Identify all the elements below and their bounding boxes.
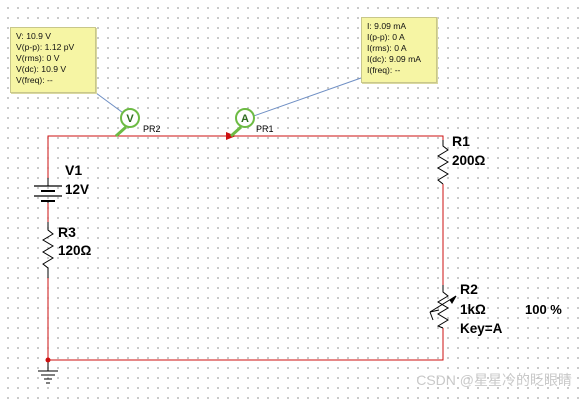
r1-label: R1 [452,133,470,149]
v1-label: V1 [65,162,83,178]
r2-percent: 100 % [525,302,562,317]
resistor-r1-symbol[interactable] [437,140,449,185]
readout-current: I: 9.09 mA [367,21,407,31]
r2-label: R2 [460,281,478,297]
readout-voltage: V: 10.9 V [16,31,52,41]
voltage-probe-badge: V [126,113,134,125]
readout-current-dc: I(dc): 9.09 mA [367,54,421,64]
readout-voltage-freq: V(freq): -- [16,75,53,85]
potentiometer-r2-symbol[interactable] [429,285,457,329]
readout-voltage-pp: V(p-p): 1.12 pV [16,42,75,52]
v1-value: 12V [65,182,90,197]
current-probe-name: PR1 [256,124,274,134]
readout-current-pp: I(p-p): 0 A [367,32,405,42]
wires[interactable] [47,135,444,361]
r2-key: Key=A [460,321,503,336]
current-probe-leader [247,77,362,119]
watermark-text: CSDN @星星冷的眨眼睛 [416,372,572,388]
readout-voltage-dc: V(dc): 10.9 V [16,64,67,74]
resistor-r3-symbol[interactable] [42,222,54,278]
r3-value: 120Ω [58,243,92,258]
r2-value: 1kΩ [460,302,486,317]
wire-bottom [48,328,444,361]
voltage-probe-readout: V: 10.9 V V(p-p): 1.12 pV V(rms): 0 V V(… [10,27,96,93]
voltage-probe[interactable]: V [114,108,140,138]
r1-value: 200Ω [452,153,486,168]
readout-voltage-rms: V(rms): 0 V [16,53,60,63]
battery-v1-symbol[interactable] [34,178,62,203]
junction-node[interactable] [45,357,51,363]
ground-symbol[interactable] [38,360,58,384]
wire-top [47,135,444,178]
current-probe-readout: I: 9.09 mA I(p-p): 0 A I(rms): 0 A I(dc)… [361,17,437,83]
current-probe[interactable]: A [229,108,255,138]
voltage-probe-name: PR2 [143,124,161,134]
readout-current-rms: I(rms): 0 A [367,43,407,53]
current-probe-badge: A [241,113,249,125]
r3-label: R3 [58,224,76,240]
readout-current-freq: I(freq): -- [367,65,401,75]
